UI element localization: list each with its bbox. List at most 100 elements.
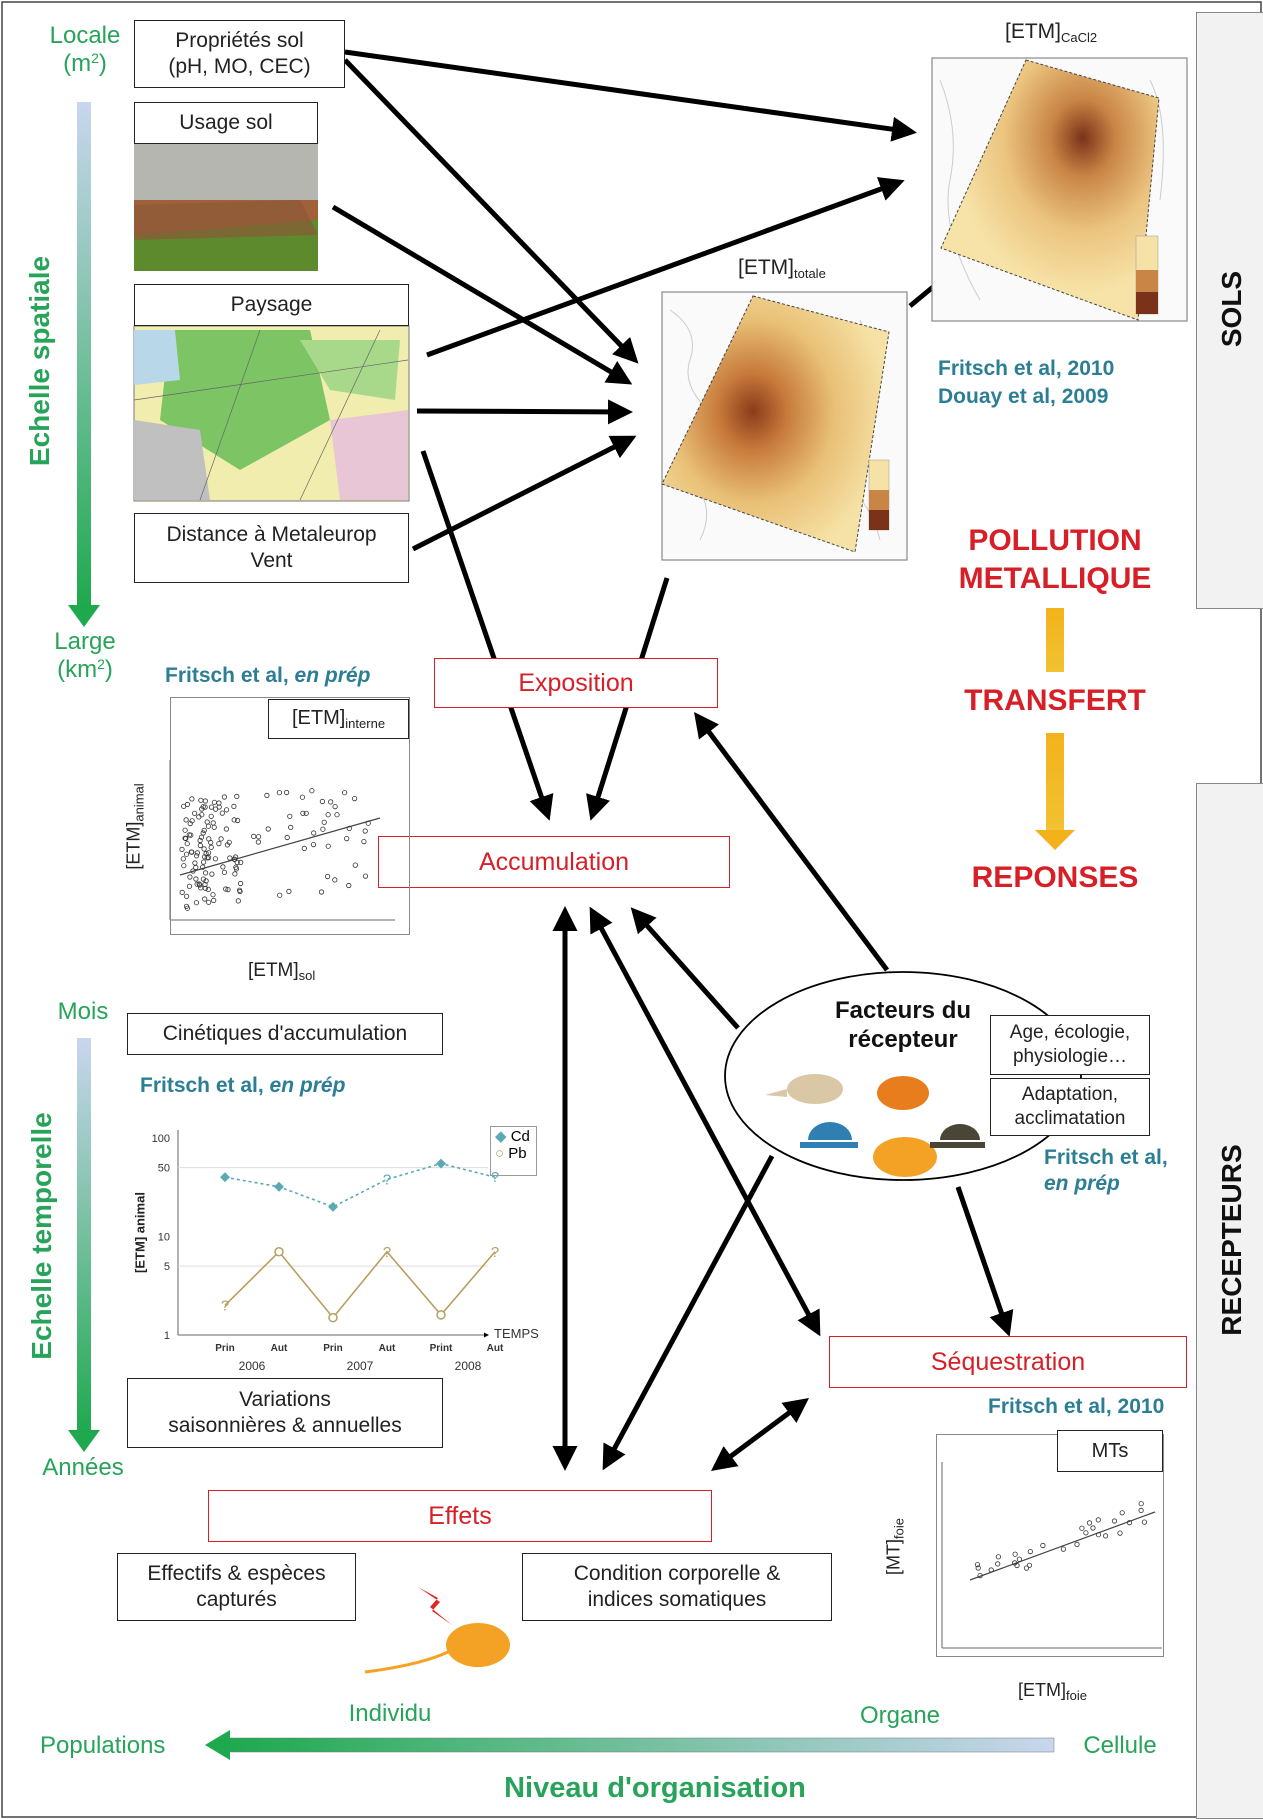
soil-properties-line1: Propriétés sol — [175, 28, 304, 52]
data-point-cd — [436, 1158, 446, 1169]
mt-point — [974, 1562, 981, 1568]
scatter-point — [206, 836, 212, 842]
scatter-point — [205, 886, 211, 893]
soil-use-label: Usage sol — [179, 110, 273, 134]
scatter-point — [321, 819, 327, 825]
scatter-point — [209, 871, 215, 877]
scatter-point — [225, 886, 231, 893]
scatter-point — [309, 788, 315, 794]
transfer-arrow-top — [1046, 608, 1064, 672]
scatter-point — [362, 873, 369, 879]
temporal-bottom-label: Années — [42, 1454, 124, 1481]
scatter-point — [203, 870, 209, 876]
animal-shrew-beige — [787, 1074, 843, 1104]
scatter-point — [255, 839, 261, 845]
receptor-ref-italic-row: en prép — [1044, 1171, 1168, 1197]
scatter-point — [287, 813, 293, 819]
sols-label: SOLS — [1216, 270, 1247, 348]
mt-frame — [936, 1434, 1164, 1657]
mt-ylabel-main: [MT] — [883, 1538, 904, 1575]
scatter-point — [341, 790, 348, 796]
receptor-age-box: Age, écologie, physiologie… — [990, 1015, 1150, 1075]
arrow-properties-totale — [343, 58, 639, 364]
uncertain-marker: ? — [221, 1297, 229, 1314]
arrow-receptor-accumulation — [630, 907, 740, 1030]
mt-point — [1083, 1530, 1089, 1536]
scatter-point — [184, 841, 190, 847]
scatter-point — [310, 841, 317, 848]
scatter-point — [332, 803, 338, 810]
uncertain-marker: ? — [491, 1169, 499, 1186]
scatter-point — [201, 846, 207, 852]
receptor-title-line2: récepteur — [848, 1025, 958, 1053]
kinetics-ref: Fritsch et al, en prép — [140, 1074, 345, 1098]
condition-box: Condition corporelle & indices somatique… — [522, 1553, 832, 1621]
scatter-point — [352, 862, 358, 868]
responses-label: REPONSES — [971, 861, 1139, 894]
kinetics-xtick: Aut — [487, 1343, 504, 1354]
kinetics-xtick: Aut — [379, 1343, 396, 1354]
mt-point — [1012, 1560, 1018, 1566]
maps-ref-1: Fritsch et al, 2010 — [938, 357, 1115, 380]
scatter-ylabel-sub: animal — [131, 783, 147, 822]
exposition-box: Exposition — [434, 658, 718, 708]
mt-point — [1138, 1501, 1144, 1507]
data-point-pb — [436, 1310, 446, 1320]
adaptation-line2: acclimatation — [1014, 1108, 1126, 1129]
scatter-point — [199, 812, 205, 818]
mt-point — [1012, 1551, 1018, 1557]
scatter-point — [206, 899, 212, 905]
receptor-ref-text: Fritsch et al, — [1044, 1146, 1168, 1169]
accumulation-box: Accumulation — [378, 836, 730, 888]
scatter-point — [319, 798, 325, 805]
scatter-label-sub: interne — [345, 715, 386, 731]
scatter-point — [234, 793, 240, 800]
variations-box: Variations saisonnières & annuelles — [127, 1378, 443, 1448]
scatter-point — [200, 876, 206, 882]
scatter-point — [204, 819, 210, 825]
kinetics-xtick: Print — [430, 1343, 453, 1354]
receptor-title: Facteurs du récepteur — [803, 997, 1003, 1055]
scatter-point — [187, 874, 193, 880]
spatial-top-text: Locale — [49, 22, 121, 49]
receptor-title-line1: Facteurs du — [834, 997, 972, 1024]
spatial-bottom-text: Large — [54, 628, 116, 655]
org-individual-label: Individu — [348, 1700, 432, 1727]
maps-ref-2: Douay et al, 2009 — [938, 385, 1109, 408]
scatter-xlabel: [ETM]sol — [248, 960, 315, 983]
data-point-cd — [274, 1181, 284, 1192]
temporal-scale-arrowhead — [68, 1430, 100, 1452]
scatter-label-main: [ETM] — [291, 706, 346, 729]
org-axis-label: Niveau d'organisation — [504, 1772, 806, 1804]
scatter-point — [277, 892, 283, 898]
scatter-point — [235, 817, 241, 824]
arrow-properties-cacl2 — [344, 49, 917, 142]
scatter-point — [183, 903, 190, 909]
mt-point — [1026, 1562, 1033, 1568]
scatter-point — [203, 850, 209, 857]
recepteurs-panel: RECEPTEURS — [1196, 783, 1263, 1819]
scatter-ylabel: [ETM]animal — [124, 767, 147, 887]
map-totale — [661, 291, 908, 561]
receptor-ref: Fritsch et al, en prép — [1044, 1145, 1168, 1198]
arrow-landscape-accumulation — [420, 450, 554, 821]
mt-point — [988, 1567, 994, 1573]
organisation-arrowhead — [205, 1730, 230, 1760]
scatter-point — [180, 856, 186, 862]
scatter-point — [237, 887, 243, 893]
mt-point — [1090, 1525, 1096, 1531]
soil-use-photo — [134, 144, 318, 271]
scatter-point — [221, 869, 227, 875]
scatter-point — [299, 794, 305, 800]
mt-point — [1095, 1517, 1101, 1523]
map-cacl2-title-main: [ETM] — [1005, 20, 1061, 43]
scatter-point — [210, 820, 216, 826]
spatial-bottom-label: Large (km2) — [30, 628, 140, 684]
sols-panel: SOLS — [1196, 12, 1263, 609]
variations-line1: Variations — [239, 1387, 331, 1411]
arrow-receptor-effets — [602, 1154, 775, 1471]
scatter-point — [265, 826, 271, 832]
scatter-point — [202, 881, 208, 888]
legend-cd-marker: ◆ — [495, 1128, 507, 1145]
legend-pb-marker: ○ — [495, 1145, 505, 1162]
